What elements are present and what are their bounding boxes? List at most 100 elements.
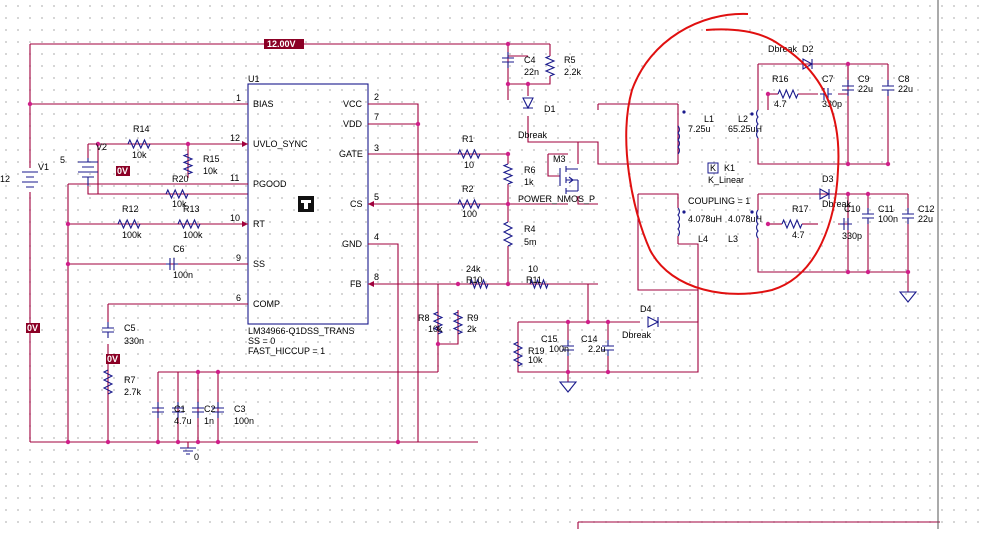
part-labels: R14 10k R15 10k R20 10k R12 100k R13 100…	[122, 44, 935, 426]
svg-text:7: 7	[374, 112, 379, 122]
svg-text:12.00V: 12.00V	[267, 39, 296, 49]
svg-text:R11: R11	[526, 275, 542, 285]
net-tag-zero-1[interactable]: 0V	[116, 166, 130, 176]
svg-text:100n: 100n	[549, 344, 569, 354]
source-v1[interactable]: V1 12	[0, 162, 49, 192]
k-coupling-icon[interactable]: K	[707, 162, 719, 174]
capacitor-c14[interactable]	[602, 340, 614, 356]
resistor-r13[interactable]	[177, 218, 201, 230]
svg-text:R5: R5	[564, 55, 576, 65]
svg-text:C11: C11	[878, 204, 894, 214]
capacitor-c7[interactable]	[820, 88, 832, 100]
svg-text:10k: 10k	[528, 355, 543, 365]
capacitor-c1[interactable]	[172, 402, 184, 418]
resistor-r4[interactable]	[502, 221, 514, 247]
svg-text:FB: FB	[350, 279, 362, 289]
resistor-r8[interactable]	[432, 311, 444, 335]
capacitor-c12[interactable]	[902, 208, 914, 224]
svg-text:COMP: COMP	[253, 299, 280, 309]
svg-text:10k: 10k	[132, 150, 147, 160]
resistor-r9[interactable]	[452, 311, 464, 335]
capacitor-c9[interactable]	[842, 80, 854, 96]
mosfet-m3[interactable]	[559, 166, 579, 194]
svg-text:VCC: VCC	[343, 99, 363, 109]
svg-text:K: K	[710, 163, 716, 173]
svg-text:22u: 22u	[898, 84, 913, 94]
svg-text:M3: M3	[553, 154, 566, 164]
resistor-r1[interactable]	[457, 148, 481, 160]
svg-text:Dbreak: Dbreak	[822, 199, 852, 209]
resistor-r10[interactable]	[469, 278, 489, 290]
svg-text:3: 3	[374, 143, 379, 153]
resistor-r17[interactable]	[781, 218, 803, 230]
net-tag-zero-2[interactable]: 0V	[26, 323, 40, 333]
inductor-l2[interactable]	[756, 109, 759, 139]
capacitor-c11[interactable]	[862, 208, 874, 224]
resistor-r19[interactable]	[512, 341, 524, 367]
svg-text:K1: K1	[724, 163, 735, 173]
svg-text:6: 6	[236, 293, 241, 303]
resistor-r2[interactable]	[457, 198, 481, 210]
net-tag-supply[interactable]: 12.00V	[264, 39, 304, 49]
inductor-l1[interactable]	[677, 125, 680, 155]
svg-text:R10: R10	[466, 275, 483, 285]
diode-d3[interactable]	[819, 188, 831, 200]
capacitor-c6[interactable]	[166, 258, 178, 270]
resistor-r7[interactable]	[102, 369, 114, 395]
resistor-r14[interactable]	[127, 138, 151, 150]
diode-d1[interactable]	[522, 97, 534, 110]
resistor-r6[interactable]	[502, 163, 514, 185]
svg-text:4.7: 4.7	[792, 230, 805, 240]
ground-symbol-main[interactable]: 0	[180, 447, 199, 462]
resistor-r5[interactable]	[544, 55, 556, 77]
highlight-circle	[625, 12, 840, 295]
svg-text:22n: 22n	[524, 67, 539, 77]
capacitor-c2[interactable]	[192, 402, 204, 418]
svg-text:4.078uH: 4.078uH	[728, 214, 762, 224]
capacitor-c15[interactable]	[562, 340, 574, 356]
resistor-r20[interactable]	[165, 188, 189, 200]
svg-text:UVLO_SYNC: UVLO_SYNC	[253, 139, 308, 149]
capacitor-c4[interactable]	[502, 52, 514, 68]
svg-text:100: 100	[462, 209, 477, 219]
svg-text:100k: 100k	[183, 230, 203, 240]
svg-text:R16: R16	[772, 74, 789, 84]
svg-text:330p: 330p	[822, 99, 842, 109]
svg-text:11: 11	[230, 173, 239, 183]
svg-text:2.2u: 2.2u	[588, 344, 606, 354]
resistor-r12[interactable]	[117, 218, 141, 230]
svg-text:R15: R15	[203, 154, 220, 164]
ground-symbol-fb[interactable]	[558, 381, 578, 393]
source-v2[interactable]: V2 5	[60, 142, 107, 186]
svg-text:1: 1	[236, 93, 241, 103]
diode-d4[interactable]	[647, 316, 660, 328]
svg-text:L3: L3	[728, 234, 738, 244]
svg-text:4: 4	[374, 232, 379, 242]
svg-text:R1: R1	[462, 134, 474, 144]
svg-text:100n: 100n	[173, 270, 193, 280]
resistor-r16[interactable]	[777, 88, 799, 100]
svg-text:D2: D2	[802, 44, 814, 54]
net-tag-zero-3[interactable]: 0V	[106, 354, 120, 364]
ground-symbol-out[interactable]	[898, 291, 918, 303]
svg-text:0V: 0V	[27, 323, 38, 333]
svg-text:C7: C7	[822, 74, 834, 84]
ic-u1[interactable]: U1 LM34966-Q1DSS_TRANS SS = 0 FAST_HICCU…	[230, 74, 386, 356]
svg-text:330p: 330p	[842, 231, 862, 241]
svg-text:2.2k: 2.2k	[564, 67, 582, 77]
svg-text:5m: 5m	[524, 237, 537, 247]
resistor-r11[interactable]	[529, 278, 549, 290]
inductor-l3[interactable]	[756, 209, 759, 239]
resistor-r15[interactable]	[182, 153, 194, 175]
inductor-l4[interactable]	[677, 207, 680, 237]
capacitor-cx[interactable]	[152, 402, 164, 418]
capacitor-c10[interactable]	[840, 218, 852, 230]
svg-text:R2: R2	[462, 184, 474, 194]
capacitor-c5[interactable]	[102, 322, 114, 338]
svg-text:GATE: GATE	[339, 149, 363, 159]
svg-text:2k: 2k	[467, 324, 477, 334]
capacitor-c8[interactable]	[882, 80, 894, 96]
capacitor-c3[interactable]	[212, 402, 224, 418]
